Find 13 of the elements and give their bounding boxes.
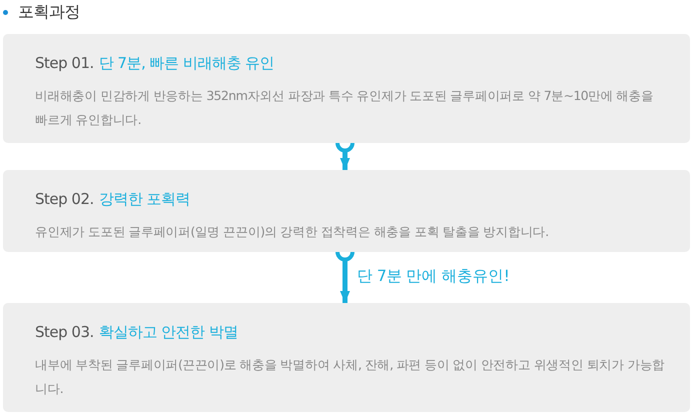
step-description: 비래해충이 민감하게 반응하는 352nm자외선 파장과 특수 유인제가 도포된 글루페이퍼로 약 7분~10만에 해충을 빠르게 유인합니다. [35, 87, 654, 129]
step-title: 단 7분, 빠른 비래해충 유인 [98, 54, 274, 72]
step-card [3, 170, 690, 252]
heading: 포획과정 [18, 2, 80, 23]
step-number: Step 03. [35, 323, 94, 341]
step-title: 강력한 포획력 [98, 190, 190, 208]
step-title: 확실하고 안전한 박멸 [98, 323, 238, 341]
step-number: Step 02. [35, 190, 94, 208]
step-number: Step 01. [35, 54, 94, 72]
step-card [3, 34, 690, 143]
step-description: 내부에 부착된 글루페이퍼(끈끈이)로 해충을 박멸하여 사체, 잔해, 파편 등이 없이 안전하고 위생적인 퇴치가 가능합니다. [35, 356, 666, 398]
step-description: 유인제가 도포된 글루페이퍼(일명 끈끈이)의 강력한 접착력은 해충을 포획 탈출을 방지합니다. [35, 223, 550, 241]
step-card [3, 303, 690, 412]
